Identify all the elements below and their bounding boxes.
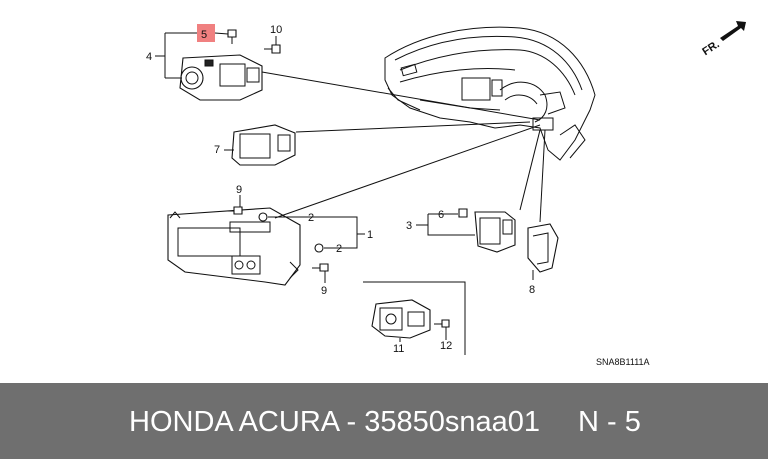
callout-3: 3: [406, 220, 412, 232]
dashboard-illustration: [384, 26, 596, 161]
direction-label: FR.: [700, 38, 721, 58]
switch-part-11: [371, 299, 431, 339]
callout-9-top: 9: [236, 184, 242, 196]
callout-6: 6: [438, 209, 444, 221]
callout-2-bottom: 2: [336, 243, 342, 255]
highlight-box: [197, 24, 215, 42]
callout-8: 8: [529, 284, 535, 296]
screw-icon: [434, 319, 450, 328]
callout-2-top: 2: [308, 212, 314, 224]
climate-control-unit: [167, 207, 301, 286]
clip-icon: [258, 212, 268, 222]
bolt-icon: [226, 206, 243, 215]
diagram-position-text: N - 5: [578, 406, 641, 438]
front-direction-arrow-icon: [720, 21, 746, 41]
part-number-banner: HONDA ACURA - 35850snaa01 N - 5: [0, 383, 768, 459]
diagram-code: SNA8B1111A: [596, 357, 650, 367]
callout-7: 7: [214, 144, 220, 156]
callout-1: 1: [367, 229, 373, 241]
callout-12: 12: [440, 340, 452, 352]
callout-4: 4: [146, 51, 152, 63]
switch-part-7: [231, 124, 296, 166]
callout-11: 11: [393, 343, 404, 355]
exploded-parts-diagram: FR.: [146, 21, 746, 367]
callout-10: 10: [270, 24, 282, 36]
hazard-switch-assembly: [179, 54, 263, 101]
switch-part-3: [474, 211, 516, 253]
callout-9-bottom: 9: [321, 285, 327, 297]
clip-icon: [314, 243, 324, 253]
bolt-icon: [312, 263, 329, 272]
screw-icon: [227, 29, 237, 44]
bolt-icon: [264, 44, 281, 54]
clip-icon: [458, 208, 468, 218]
callout-5: 5: [201, 29, 207, 41]
bracket-part-8: [527, 223, 559, 273]
part-number-text: HONDA ACURA - 35850snaa01: [129, 406, 541, 438]
